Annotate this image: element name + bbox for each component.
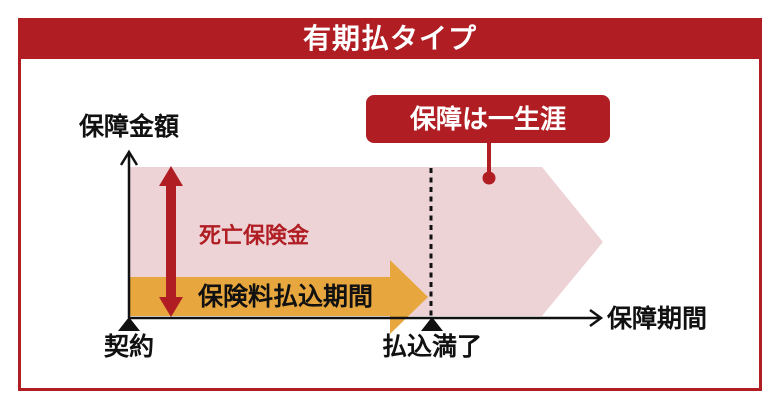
y-axis-label: 保障金額 [79,113,180,141]
contract-marker-icon [118,317,140,331]
x-axis-arrowhead-icon [589,308,604,328]
payment-completion-marker-icon [421,317,443,331]
y-axis-arrowhead-icon [119,149,139,166]
death-benefit-label: 死亡保険金 [199,223,310,248]
premium-period-arrow [130,260,428,334]
page-title: 有期払タイプ [302,22,477,54]
death-benefit-double-arrow [159,166,183,317]
lifetime-coverage-callout-label: 保障は一生涯 [409,104,566,134]
x-axis-label: 保障期間 [607,305,708,333]
contract-label: 契約 [103,333,155,361]
title-bar: 有期払タイプ [18,18,762,59]
premium-period-label: 保険料払込期間 [198,283,374,311]
lifetime-coverage-callout: 保障は一生涯 [366,95,610,143]
payment-completion-label: 払込満了 [381,333,483,361]
callout-connector-dot [482,171,496,185]
